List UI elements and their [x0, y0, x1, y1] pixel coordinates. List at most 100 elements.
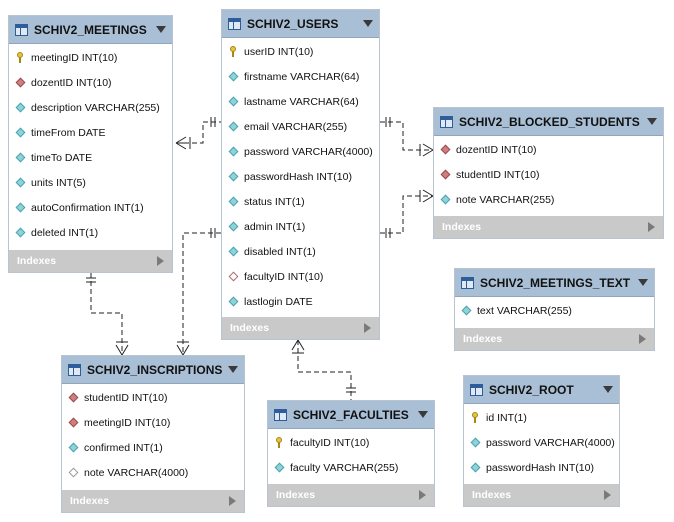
- column-row[interactable]: userID INT(10): [222, 39, 379, 64]
- column-row[interactable]: note VARCHAR(255): [434, 187, 663, 212]
- collapse-arrow-icon[interactable]: [638, 279, 648, 286]
- column-row[interactable]: dozentID INT(10): [9, 70, 172, 95]
- column-row[interactable]: password VARCHAR(4000): [222, 139, 379, 164]
- table-title: SCHIV2_FACULTIES: [293, 407, 409, 422]
- table-header[interactable]: SCHIV2_USERS: [222, 10, 379, 38]
- column-icon: [272, 461, 286, 475]
- column-row[interactable]: timeFrom DATE: [9, 120, 172, 145]
- expand-arrow-icon[interactable]: [604, 490, 611, 500]
- nullable-column-icon: [66, 466, 80, 480]
- column-icon: [13, 201, 27, 215]
- collapse-arrow-icon[interactable]: [603, 386, 613, 393]
- table-header[interactable]: SCHIV2_BLOCKED_STUDENTS: [434, 108, 663, 136]
- column-row[interactable]: note VARCHAR(4000): [62, 460, 244, 485]
- collapse-arrow-icon[interactable]: [647, 118, 657, 125]
- column-icon: [13, 176, 27, 190]
- expand-arrow-icon[interactable]: [364, 323, 371, 333]
- column-row[interactable]: text VARCHAR(255): [455, 298, 654, 323]
- primary-key-icon: [272, 436, 286, 450]
- indexes-bar[interactable]: Indexes: [434, 216, 663, 238]
- column-row[interactable]: disabled INT(1): [222, 239, 379, 264]
- column-row[interactable]: id INT(1): [464, 405, 619, 430]
- table-header[interactable]: SCHIV2_MEETINGS_TEXT: [455, 269, 654, 297]
- indexes-bar[interactable]: Indexes: [222, 317, 379, 339]
- column-row[interactable]: timeTo DATE: [9, 145, 172, 170]
- expand-arrow-icon[interactable]: [639, 334, 646, 344]
- column-icon: [226, 220, 240, 234]
- foreign-key-icon: [66, 391, 80, 405]
- table-icon: [470, 383, 483, 396]
- column-icon: [13, 226, 27, 240]
- indexes-bar[interactable]: Indexes: [62, 490, 244, 512]
- column-row[interactable]: faculty VARCHAR(255): [268, 455, 434, 480]
- column-icon: [66, 441, 80, 455]
- table-schiv2-blocked-students[interactable]: SCHIV2_BLOCKED_STUDENTS dozentID INT(10)…: [433, 107, 664, 239]
- table-title: SCHIV2_MEETINGS: [34, 22, 147, 37]
- column-row[interactable]: autoConfirmation INT(1): [9, 195, 172, 220]
- table-header[interactable]: SCHIV2_INSCRIPTIONS: [62, 356, 244, 384]
- column-row[interactable]: status INT(1): [222, 189, 379, 214]
- column-icon: [13, 151, 27, 165]
- foreign-key-icon: [438, 143, 452, 157]
- table-icon: [274, 408, 287, 421]
- column-row[interactable]: meetingID INT(10): [9, 45, 172, 70]
- column-row[interactable]: description VARCHAR(255): [9, 95, 172, 120]
- column-row[interactable]: deleted INT(1): [9, 220, 172, 245]
- table-header[interactable]: SCHIV2_FACULTIES: [268, 401, 434, 429]
- table-title: SCHIV2_INSCRIPTIONS: [87, 362, 223, 377]
- column-row[interactable]: passwordHash INT(10): [464, 455, 619, 480]
- foreign-key-icon: [13, 76, 27, 90]
- column-row[interactable]: password VARCHAR(4000): [464, 430, 619, 455]
- expand-arrow-icon[interactable]: [229, 496, 236, 506]
- nullable-foreign-key-icon: [226, 270, 240, 284]
- table-schiv2-faculties[interactable]: SCHIV2_FACULTIES facultyID INT(10) facul…: [267, 400, 435, 507]
- collapse-arrow-icon[interactable]: [418, 411, 428, 418]
- table-icon: [228, 17, 241, 30]
- column-row[interactable]: studentID INT(10): [434, 162, 663, 187]
- primary-key-icon: [226, 45, 240, 59]
- table-title: SCHIV2_USERS: [247, 16, 339, 31]
- column-row[interactable]: dozentID INT(10): [434, 137, 663, 162]
- table-schiv2-meetings-text[interactable]: SCHIV2_MEETINGS_TEXT text VARCHAR(255) I…: [454, 268, 655, 351]
- table-schiv2-meetings[interactable]: SCHIV2_MEETINGS meetingID INT(10) dozent…: [8, 15, 173, 273]
- column-icon: [226, 95, 240, 109]
- column-row[interactable]: meetingID INT(10): [62, 410, 244, 435]
- column-icon: [226, 70, 240, 84]
- indexes-bar[interactable]: Indexes: [455, 328, 654, 350]
- table-header[interactable]: SCHIV2_MEETINGS: [9, 16, 172, 44]
- expand-arrow-icon[interactable]: [419, 490, 426, 500]
- table-header[interactable]: SCHIV2_ROOT: [464, 376, 619, 404]
- column-row[interactable]: studentID INT(10): [62, 385, 244, 410]
- column-icon: [226, 295, 240, 309]
- collapse-arrow-icon[interactable]: [363, 20, 373, 27]
- column-row[interactable]: facultyID INT(10): [268, 430, 434, 455]
- column-row[interactable]: admin INT(1): [222, 214, 379, 239]
- column-icon: [226, 120, 240, 134]
- column-row[interactable]: email VARCHAR(255): [222, 114, 379, 139]
- table-schiv2-users[interactable]: SCHIV2_USERS userID INT(10) firstname VA…: [221, 9, 380, 340]
- collapse-arrow-icon[interactable]: [156, 26, 166, 33]
- expand-arrow-icon[interactable]: [648, 222, 655, 232]
- primary-key-icon: [13, 51, 27, 65]
- column-row[interactable]: firstname VARCHAR(64): [222, 64, 379, 89]
- table-schiv2-inscriptions[interactable]: SCHIV2_INSCRIPTIONS studentID INT(10) me…: [61, 355, 245, 513]
- table-title: SCHIV2_BLOCKED_STUDENTS: [459, 114, 640, 129]
- expand-arrow-icon[interactable]: [157, 256, 164, 266]
- column-row[interactable]: lastlogin DATE: [222, 289, 379, 314]
- column-row[interactable]: facultyID INT(10): [222, 264, 379, 289]
- column-row[interactable]: confirmed INT(1): [62, 435, 244, 460]
- column-row[interactable]: units INT(5): [9, 170, 172, 195]
- column-row[interactable]: passwordHash INT(10): [222, 164, 379, 189]
- indexes-bar[interactable]: Indexes: [9, 250, 172, 272]
- column-row[interactable]: lastname VARCHAR(64): [222, 89, 379, 114]
- table-title: SCHIV2_MEETINGS_TEXT: [480, 275, 631, 290]
- indexes-bar[interactable]: Indexes: [464, 484, 619, 506]
- indexes-bar[interactable]: Indexes: [268, 484, 434, 506]
- foreign-key-icon: [438, 168, 452, 182]
- collapse-arrow-icon[interactable]: [228, 366, 238, 373]
- table-icon: [68, 363, 81, 376]
- column-icon: [438, 193, 452, 207]
- table-schiv2-root[interactable]: SCHIV2_ROOT id INT(1) password VARCHAR(4…: [463, 375, 620, 507]
- table-icon: [440, 115, 453, 128]
